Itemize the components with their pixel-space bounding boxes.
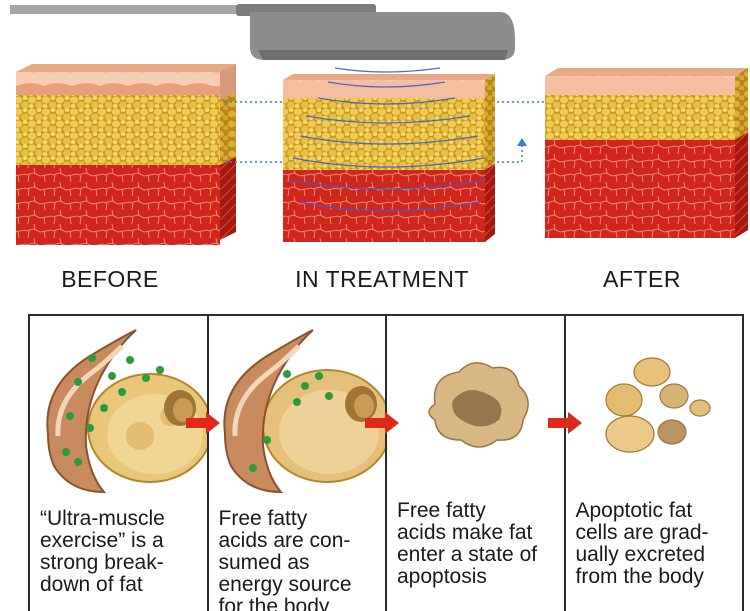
treatment-waves: [289, 67, 487, 212]
tissue-block-before: [16, 64, 236, 245]
step-caption-2: Free fatty acids are con- sumed as energ…: [218, 507, 352, 611]
arrow-right-icon: [186, 412, 220, 434]
label-after: AFTER: [603, 266, 681, 292]
step-caption-3: Free fatty acids make fat enter a state …: [397, 499, 538, 588]
tissue-block-treatment: [283, 74, 495, 242]
tissue-block-after: [545, 68, 748, 238]
label-before: BEFORE: [61, 266, 159, 292]
arrow-right-icon: [548, 412, 582, 434]
label-in-treatment: IN TREATMENT: [295, 266, 469, 292]
apoptotic-fat-cell-illustration: [428, 362, 529, 448]
muscle-and-fat-cell-illustration: [46, 329, 207, 494]
step-panel-3: Free fatty acids make fat enter a state …: [387, 316, 566, 611]
excreted-fat-cells-illustration: [604, 357, 711, 453]
arrow-right-icon: [365, 412, 399, 434]
fatty-acids-consumed-illustration: [222, 329, 386, 494]
step-panel-1: “Ultra-muscle exercise” is a strong brea…: [30, 316, 209, 611]
step-caption-1: “Ultra-muscle exercise” is a strong brea…: [40, 507, 165, 596]
step-caption-4: Apoptotic fat cells are grad- ually excr…: [575, 499, 709, 588]
process-panels: “Ultra-muscle exercise” is a strong brea…: [28, 314, 744, 611]
tissue-illustration: [10, 4, 748, 245]
device-handle: [10, 4, 515, 60]
step-panel-4: Apoptotic fat cells are grad- ually excr…: [566, 316, 743, 611]
step-panel-2: Free fatty acids are con- sumed as energ…: [209, 316, 387, 611]
